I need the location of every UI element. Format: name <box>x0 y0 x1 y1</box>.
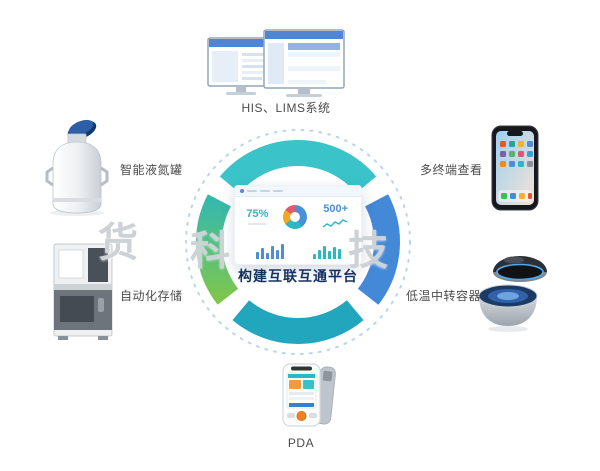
automated-storage-illustration <box>53 243 113 340</box>
tank-base-ring <box>53 198 101 202</box>
ring-segment-left <box>196 194 239 305</box>
cabinet-foot-right <box>98 336 108 340</box>
his-lims-monitors-illustration <box>207 29 345 97</box>
dashboard-menu-bar <box>260 190 270 192</box>
dashed-orbit-circle <box>185 129 411 355</box>
label-smart-ln2-tank: 智能液氮罐 <box>120 163 183 177</box>
dashboard-logo-dot <box>240 189 244 193</box>
monitor-left <box>207 37 275 95</box>
phone-app-grid <box>500 141 533 167</box>
phone-notch <box>507 131 523 136</box>
cabinet-upper-slot <box>88 248 108 282</box>
label-multi-terminal: 多终端查看 <box>420 163 483 177</box>
pda-front-view <box>282 363 321 427</box>
kpi-blue: 500+ <box>322 202 350 231</box>
kpi-teal-underline <box>248 223 267 225</box>
container-bowl-unit <box>478 284 538 332</box>
monitor-right <box>263 29 345 97</box>
donut-chart <box>283 205 308 229</box>
ring-segment-top <box>219 139 377 194</box>
ring-segment-right <box>357 194 400 305</box>
cabinet-handle <box>98 298 104 312</box>
dashboard-kpi-row: 75% 500+ <box>235 197 361 237</box>
dashboard-menu-bar <box>273 190 283 192</box>
tank-body <box>52 141 102 214</box>
cabinet-mid-band <box>54 284 112 290</box>
kpi-blue-value: 500+ <box>323 202 349 215</box>
kpi-teal-value: 75% <box>246 208 269 220</box>
center-dashboard-card: 75% 500+ <box>234 185 362 265</box>
dashboard-header-bar <box>235 186 361 197</box>
ring-segment-bottom <box>232 299 364 345</box>
cryo-transfer-container-illustration <box>478 256 547 332</box>
tank-handle-left <box>45 166 54 187</box>
platform-title: 构建互联互通平台 <box>238 268 358 284</box>
smartphone-illustration <box>491 125 539 211</box>
pda-illustration <box>282 363 336 427</box>
cabinet-upper-panel <box>58 249 84 279</box>
label-pda: PDA <box>287 436 315 450</box>
phone-screen <box>496 131 534 205</box>
label-automated-storage: 自动化存储 <box>120 289 183 303</box>
sparkline-chart <box>322 218 347 228</box>
dashboard-bars-row <box>235 237 361 264</box>
label-cryo-transfer-container: 低温中转容器 <box>406 289 482 303</box>
dashboard-menu-bar <box>247 190 257 192</box>
kpi-teal: 75% <box>246 209 268 225</box>
cabinet-foot-left <box>58 336 68 340</box>
bar-chart-left <box>255 244 284 259</box>
label-his-lims: HIS、LIMS系统 <box>241 101 331 115</box>
liquid-nitrogen-tank-illustration <box>45 119 109 216</box>
bar-chart-right <box>312 246 341 259</box>
platform-ring <box>185 129 411 355</box>
tank-handle-right <box>100 166 109 187</box>
phone-dock-icons <box>501 193 532 199</box>
cabinet-lower-window <box>60 296 94 322</box>
container-lid-unit <box>493 256 547 282</box>
